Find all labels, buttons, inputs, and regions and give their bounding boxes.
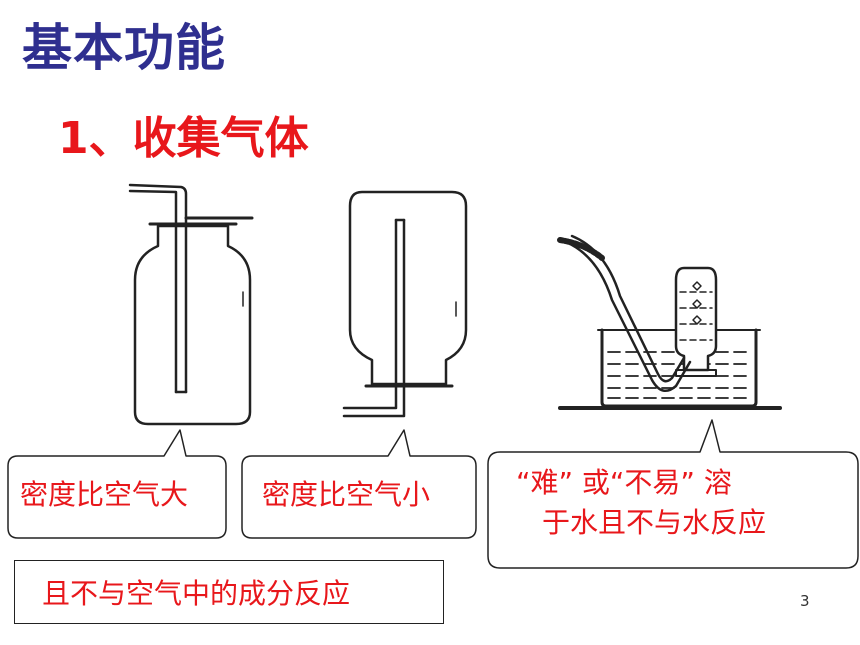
page-number: 3 [800,592,810,610]
water-displacement-illustration [557,234,782,410]
callout-bubble-1 [7,429,227,539]
section-heading: 1、收集气体 [58,113,309,164]
slide-title: 基本功能 [22,19,226,77]
inverted-bottle-illustration [342,190,468,418]
callout-bubble-2 [241,429,477,539]
callout-bubble-3 [487,419,859,569]
callout-text-denser: 密度比空气大 [20,478,189,511]
callout-text-insoluble-line1: “难” 或“不易” 溶 [516,466,732,499]
upright-bottle-illustration [128,183,254,426]
note-text: 且不与空气中的成分反应 [42,577,351,610]
callout-text-lighter: 密度比空气小 [262,478,431,511]
note-box [14,560,444,624]
callout-text-insoluble-line2: 于水且不与水反应 [542,506,767,539]
